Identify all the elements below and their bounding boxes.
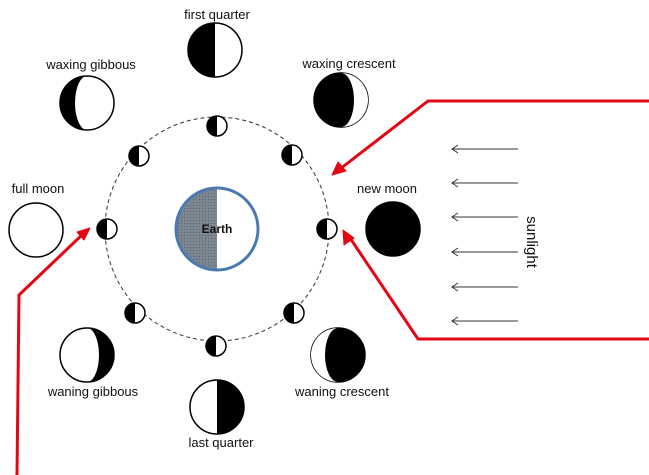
phase-waning-crescent: waning crescent [294,327,389,399]
phase-new-moon: new moon [357,181,421,257]
phase-last-quarter: last quarter [188,379,254,450]
sun-ray [451,282,518,292]
label-full-moon: full moon [12,181,65,196]
phase-waxing-crescent: waxing crescent [301,56,396,128]
sun-ray [451,144,518,154]
orbit-moon-bottom-left [124,302,146,324]
earth-day-side [217,188,258,270]
red-arrow-left [15,227,91,475]
orbit-moon-top-left [128,145,150,167]
phase-waning-gibbous: waning gibbous [47,327,139,399]
orbit-moon-top-right [281,144,303,166]
label-last-quarter: last quarter [188,435,254,450]
phase-full-moon: full moon [8,181,65,258]
orbit-moons [96,115,338,357]
sunlight-label: sunlight [523,216,540,269]
phase-waxing-gibbous: waxing gibbous [45,57,136,131]
sunlight-rays [451,144,518,326]
sun-ray [451,212,518,222]
label-waning-crescent: waning crescent [294,384,389,399]
earth-outline [174,186,260,272]
pointer-arrows [15,99,649,475]
orbit-moon-right [316,218,338,240]
orbit-moon-left [96,218,118,240]
red-arrow-lower-right [342,229,649,341]
earth-label: Earth [202,222,233,236]
label-first-quarter: first quarter [184,7,250,22]
earth: Earth [174,186,260,272]
label-waning-gibbous: waning gibbous [47,384,139,399]
orbit-moon-bottom-right [283,302,305,324]
sun-ray [451,178,518,188]
earth-night-side [176,188,217,270]
phase-first-quarter: first quarter [184,7,251,78]
label-waxing-gibbous: waxing gibbous [45,57,136,72]
label-new-moon: new moon [357,181,417,196]
label-waxing-crescent: waxing crescent [301,56,396,71]
orbit-moon-bottom [205,335,227,357]
sun-ray [451,316,518,326]
red-arrow-upper-right [331,99,649,176]
sun-ray [451,247,518,257]
orbit-moon-top [206,115,228,137]
